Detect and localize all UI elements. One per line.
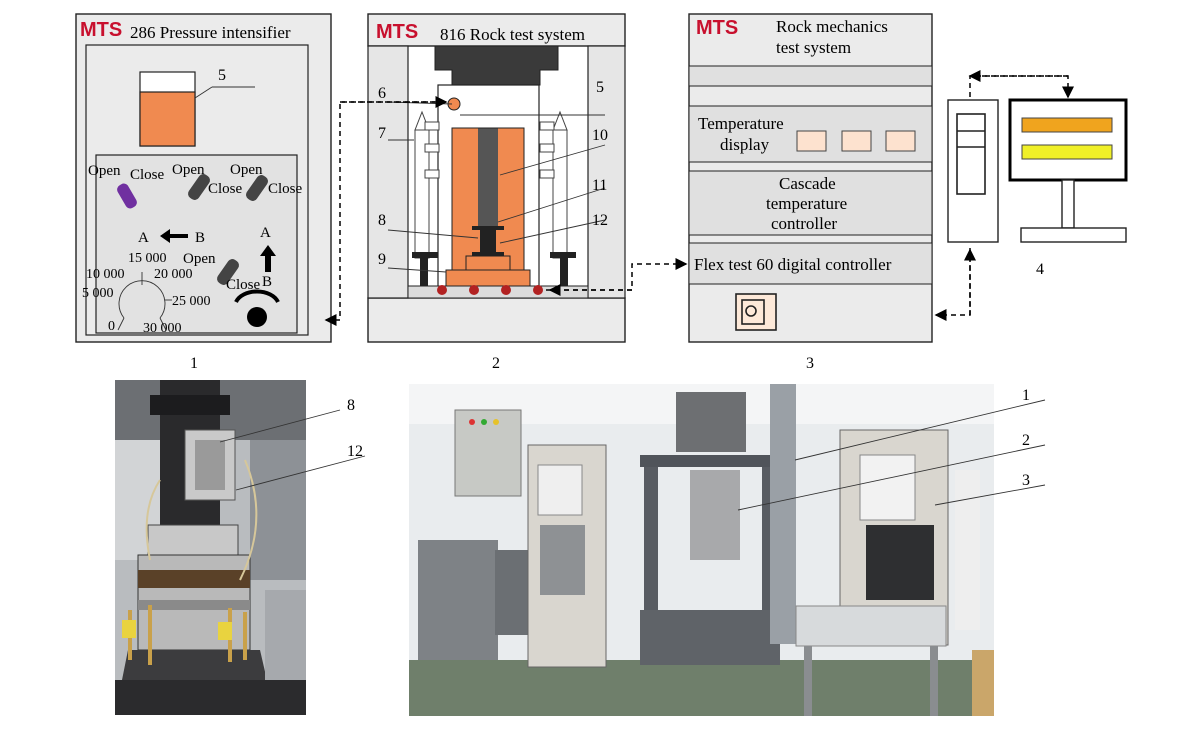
gauge-label-0: 0: [108, 319, 115, 334]
monitor: [1008, 98, 1128, 182]
flex-test-label: Flex test 60 digital controller: [694, 255, 892, 274]
label-7: 7: [378, 125, 386, 142]
cascade-label-3: controller: [771, 214, 837, 233]
temp-display-label-1: Temperature: [698, 114, 784, 133]
gauge-label-15000: 15 000: [128, 251, 167, 266]
flex-test-controller-panel: [688, 242, 933, 285]
fluid-tank: [139, 71, 255, 147]
power-switch-icon: [735, 293, 777, 331]
valve4-open-label: Open: [183, 251, 216, 267]
photo-triaxial-cell: [115, 380, 306, 715]
temp-readout-1: [796, 130, 827, 152]
photo-label-1: 1: [1022, 387, 1030, 404]
pressure-intensifier-title: 286 Pressure intensifier: [130, 23, 291, 42]
gauge-label-10000: 10 000: [86, 267, 125, 282]
temp-readout-3: [885, 130, 916, 152]
rock-mechanics-title-1: Rock mechanics: [776, 17, 888, 36]
caption-1: 1: [190, 355, 198, 372]
label-9: 9: [378, 251, 386, 268]
left-arrow-icon: [160, 229, 188, 243]
pump-wheel-icon: [234, 289, 280, 303]
tank-number-label: 5: [218, 67, 226, 84]
valve-handle-closed-3: [217, 259, 239, 285]
rock-mechanics-console: MTS Rock mechanics test system Temperatu…: [688, 13, 933, 343]
label-6: 6: [378, 85, 386, 102]
valve2-close-label: Close: [208, 181, 243, 197]
arrow-b-label: B: [195, 230, 205, 246]
up-arrow-icon: [260, 245, 276, 272]
caption-4: 4: [1036, 261, 1044, 278]
valve1-open-label: Open: [88, 163, 121, 179]
arrow2-b-label: B: [262, 274, 272, 290]
computer-workstation: [947, 98, 1128, 243]
photo-laboratory-setup: [409, 384, 994, 716]
temp-display-label-2: display: [720, 135, 770, 154]
arrow-a-label: A: [138, 230, 149, 246]
gauge-label-20000: 20 000: [154, 267, 193, 282]
valve4-close-label: Close: [226, 277, 261, 293]
photo-label-2: 2: [1022, 432, 1030, 449]
valve-handle-closed-1: [188, 174, 210, 200]
rock-test-system-title: 816 Rock test system: [440, 25, 585, 44]
caption-3: 3: [806, 355, 814, 372]
valve3-close-label: Close: [268, 181, 303, 197]
cascade-controller-panel: [688, 170, 933, 236]
caption-2: 2: [492, 355, 500, 372]
valve2-open-label: Open: [172, 162, 205, 178]
mts-logo-2: MTS: [376, 21, 418, 43]
temp-readout-2: [841, 130, 872, 152]
gauge-label-25000: 25 000: [172, 294, 211, 309]
rock-test-system-frame: MTS 816 Rock test system: [367, 13, 626, 343]
cascade-label-1: Cascade: [779, 174, 836, 193]
mts-logo-3: MTS: [696, 17, 738, 39]
cascade-label-2: temperature: [766, 194, 847, 213]
photo-label-3: 3: [1022, 472, 1030, 489]
photo-label-12: 12: [347, 443, 363, 460]
valve-handle-closed-2: [246, 175, 268, 201]
pressure-intensifier-panel: MTS 286 Pressure intensifier 5 Open Clos…: [75, 13, 332, 343]
label-10: 10: [592, 127, 608, 144]
label-5: 5: [596, 79, 604, 96]
label-11: 11: [592, 177, 607, 194]
valve3-open-label: Open: [230, 162, 263, 178]
rock-mechanics-title-2: test system: [776, 38, 851, 57]
gauge-label-30000: 30 000: [143, 321, 182, 336]
valve1-close-label: Close: [130, 167, 165, 183]
valve-handle-open: [117, 183, 137, 209]
label-8: 8: [378, 212, 386, 229]
mts-logo-1: MTS: [80, 19, 122, 41]
gauge-label-5000: 5 000: [82, 286, 114, 301]
arrow2-a-label: A: [260, 225, 271, 241]
connection-lines: [324, 70, 1074, 326]
photo-label-8: 8: [347, 397, 355, 414]
label-12: 12: [592, 212, 608, 229]
